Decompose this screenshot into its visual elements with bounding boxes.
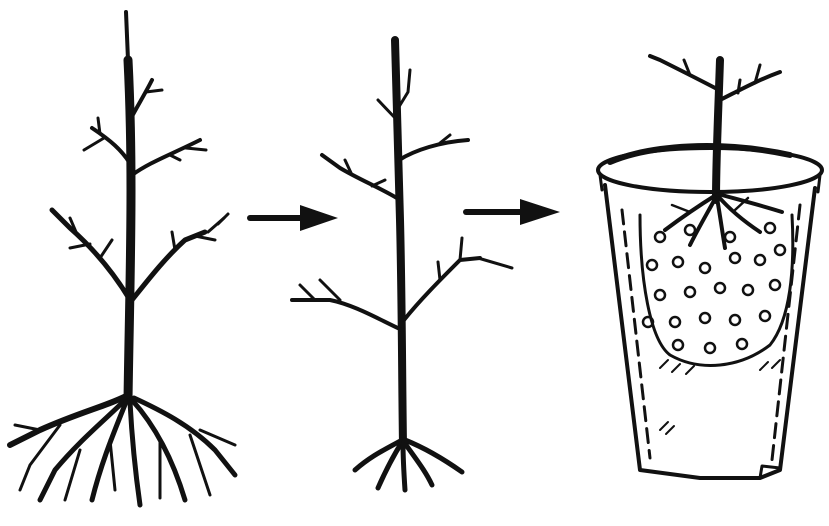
bare-root-tree-icon [10, 12, 235, 505]
right-arrow-icon [250, 205, 338, 231]
soil-particles [643, 223, 785, 353]
potted-tree-icon [598, 56, 822, 478]
right-arrow-icon [466, 199, 560, 225]
pruned-root-tree-icon [292, 40, 512, 490]
